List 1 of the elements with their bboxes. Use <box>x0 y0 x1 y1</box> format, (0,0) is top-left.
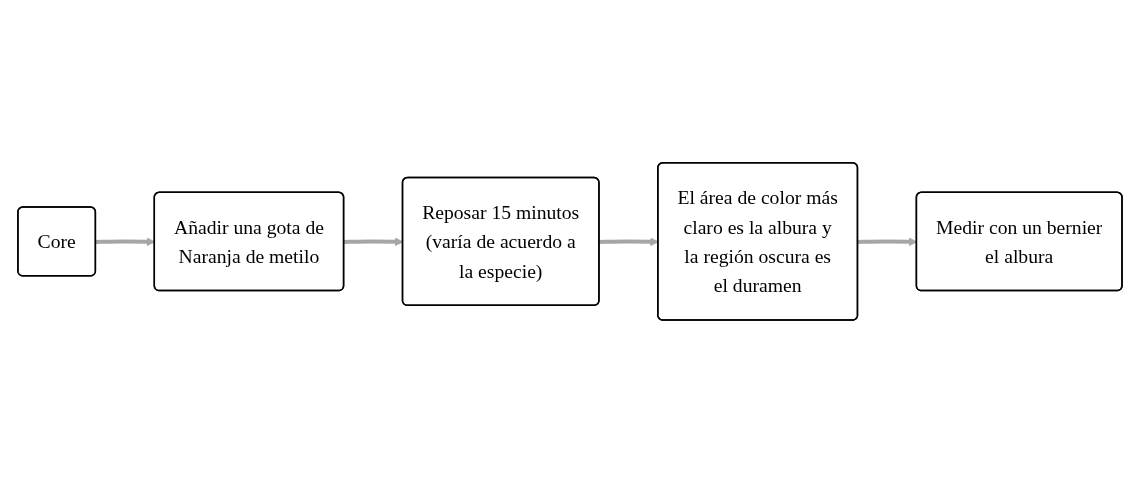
arrow <box>343 237 403 246</box>
